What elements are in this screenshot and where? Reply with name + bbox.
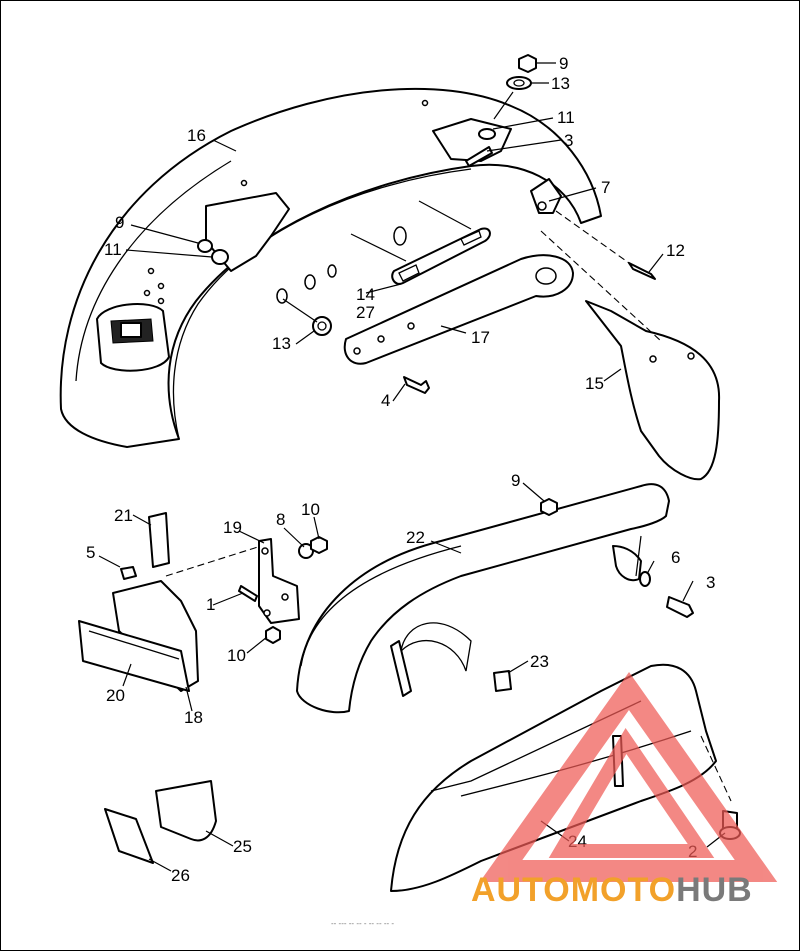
watermark-triangle-outer <box>479 671 778 882</box>
rear-bracket-pin <box>530 178 656 280</box>
callout-25: 25 <box>233 837 252 856</box>
diagram-caption: -- --- -- -- - -- -- -- - <box>331 919 394 928</box>
callout-9: 9 <box>511 471 520 490</box>
callout-13: 13 <box>272 334 291 353</box>
callout-leaders <box>98 62 726 872</box>
callout-16: 16 <box>187 126 206 145</box>
callout-19: 19 <box>223 518 242 537</box>
belt-guard-hardware <box>540 498 694 618</box>
callout-9: 9 <box>115 213 124 232</box>
watermark-brand: AUTOMOTOHUB <box>471 871 753 909</box>
license-plate-assembly <box>78 512 262 692</box>
callout-15: 15 <box>585 374 604 393</box>
belt-guard-insert <box>493 670 512 692</box>
callout-26: 26 <box>171 866 190 885</box>
callout-20: 20 <box>106 686 125 705</box>
callout-9: 9 <box>559 54 568 73</box>
callout-5: 5 <box>86 543 95 562</box>
callout-3: 3 <box>706 573 715 592</box>
callout-13: 13 <box>551 74 570 93</box>
callout-12: 12 <box>666 241 685 260</box>
fender-support-rail <box>343 254 574 365</box>
automotohub-watermark <box>479 671 778 882</box>
washer-bolt-group <box>282 298 430 394</box>
callout-7: 7 <box>601 178 610 197</box>
callout-17: 17 <box>471 328 490 347</box>
callout-8: 8 <box>276 510 285 529</box>
rear-fender-guard <box>540 230 721 481</box>
callout-21: 21 <box>114 506 133 525</box>
callout-11: 11 <box>557 108 575 127</box>
callout-3: 3 <box>564 131 573 150</box>
callout-10: 10 <box>227 646 246 665</box>
fender-hardware <box>197 54 537 265</box>
callout-1: 1 <box>206 595 215 614</box>
reflector-parts <box>104 780 217 864</box>
watermark-brand-part1: AUTOMOTO <box>471 871 676 909</box>
callout-14: 14 <box>356 285 375 304</box>
callout-27: 27 <box>356 303 375 322</box>
plate-mount-bracket <box>120 536 328 644</box>
callout-18: 18 <box>184 708 203 727</box>
watermark-brand-part2: HUB <box>676 871 753 909</box>
belt-guard <box>296 483 670 714</box>
fender-emblem <box>350 200 491 285</box>
watermark-triangle-inner <box>548 727 715 858</box>
callout-22: 22 <box>406 528 425 547</box>
callout-11: 11 <box>104 240 122 259</box>
callout-10: 10 <box>301 500 320 519</box>
callout-6: 6 <box>671 548 680 567</box>
callout-4: 4 <box>381 391 390 410</box>
callout-23: 23 <box>530 652 549 671</box>
